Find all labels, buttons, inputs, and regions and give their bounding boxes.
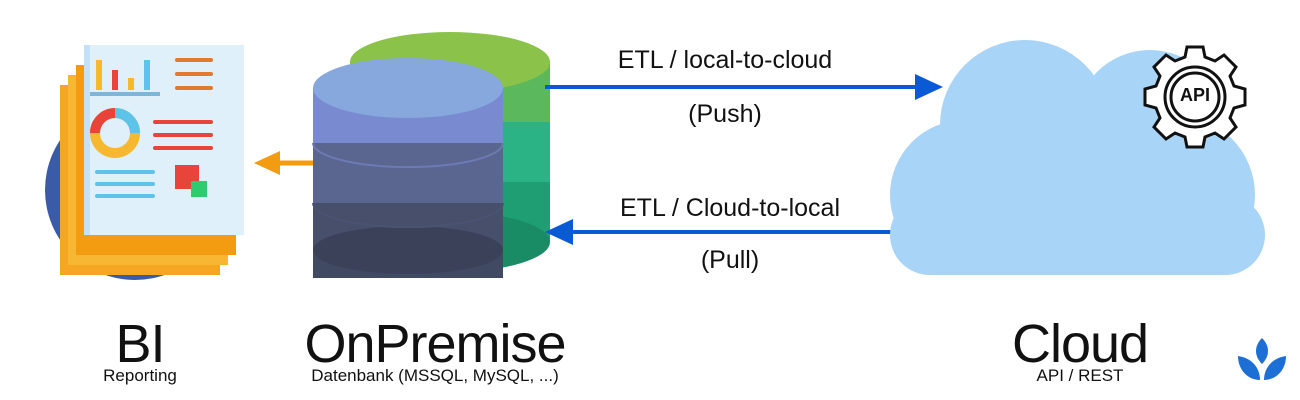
onpremise-title: OnPremise — [304, 314, 566, 374]
cloud-subtitle: API / REST — [1036, 366, 1124, 385]
brand-logo-icon — [1234, 336, 1290, 384]
pull-arrow-label: ETL / Cloud-to-local — [620, 194, 840, 222]
push-arrow-mode: (Push) — [688, 100, 762, 128]
export-arrow — [250, 148, 320, 178]
api-gear-icon: API — [1140, 42, 1250, 152]
cloud-title: Cloud — [1011, 314, 1149, 374]
bi-subtitle: Reporting — [103, 366, 177, 385]
report-icon — [20, 30, 260, 280]
pull-arrow — [543, 218, 893, 248]
push-arrow-label: ETL / local-to-cloud — [617, 46, 833, 74]
api-badge-label: API — [1179, 85, 1210, 105]
push-arrow — [545, 74, 945, 104]
database-icon — [305, 30, 555, 280]
onpremise-subtitle: Datenbank (MSSQL, MySQL, ...) — [311, 366, 559, 385]
pull-arrow-mode: (Pull) — [700, 246, 760, 274]
bi-title: BI — [115, 314, 165, 374]
